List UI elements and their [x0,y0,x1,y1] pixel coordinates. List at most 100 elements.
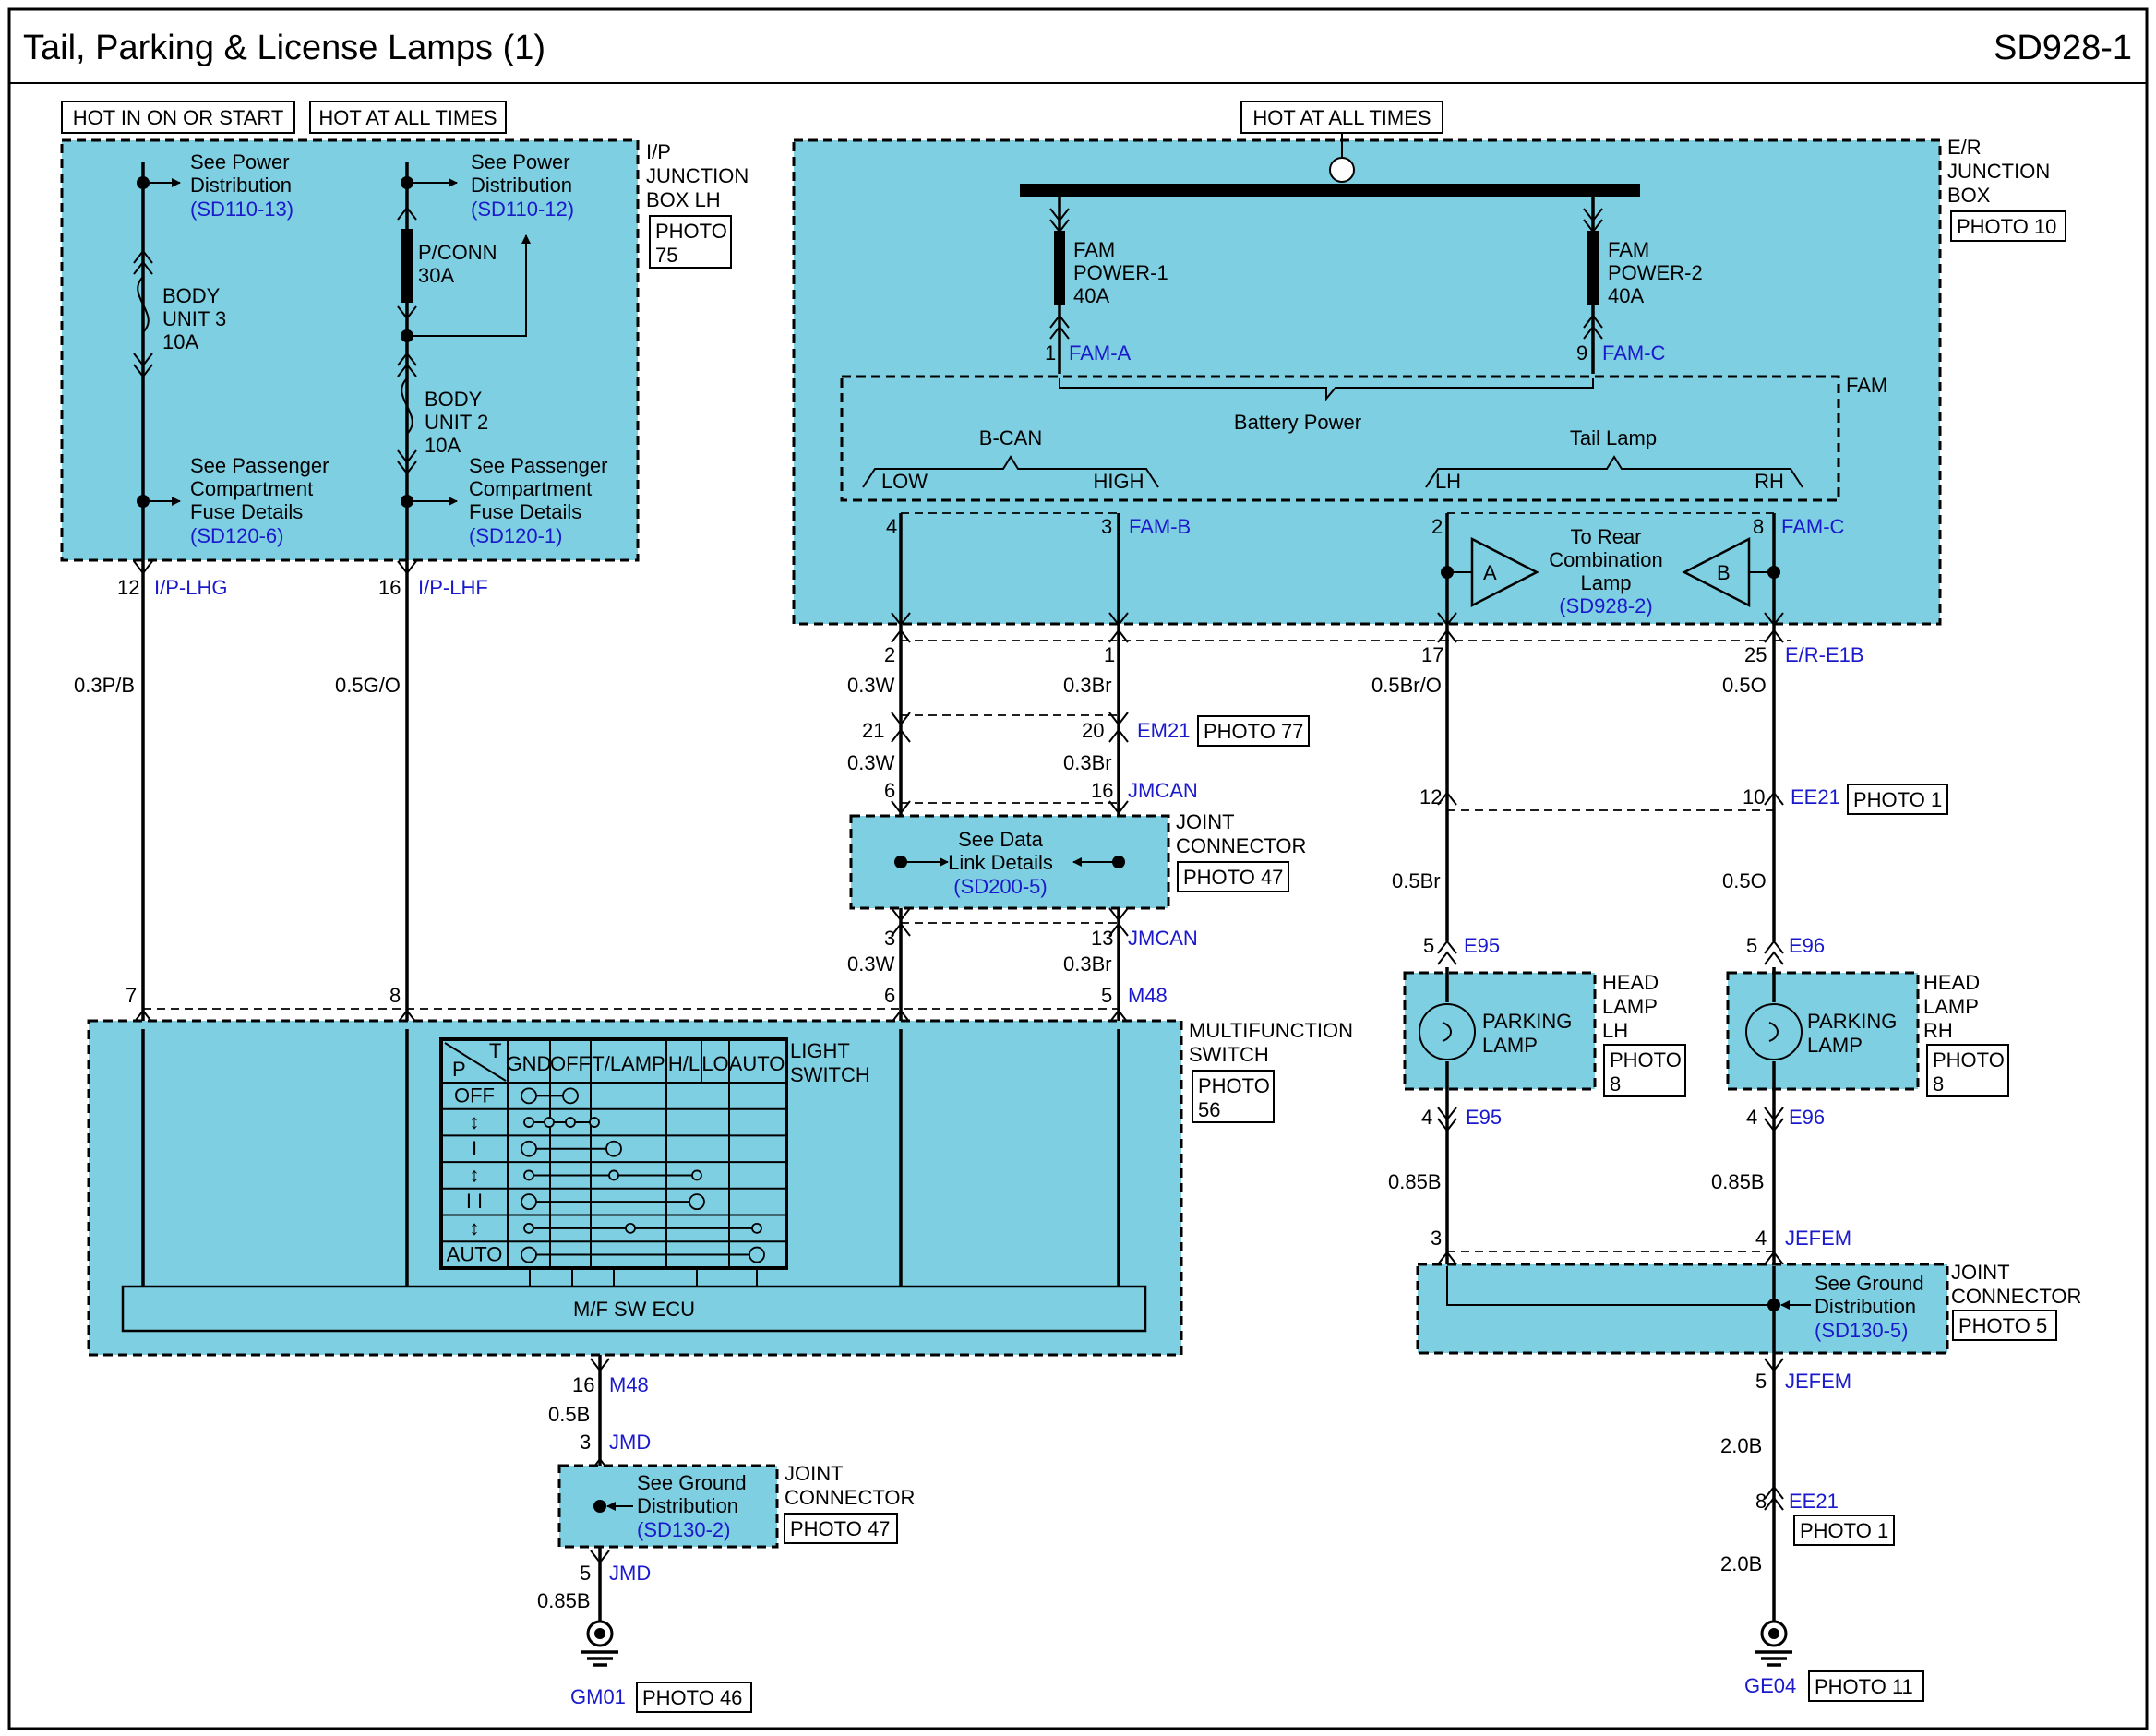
svg-text:8: 8 [1753,515,1764,538]
er-junction-box: E/R JUNCTION BOX PHOTO 10 FAM POWER-1 40… [792,133,2066,626]
svg-text:JMCAN: JMCAN [1128,779,1198,802]
switch-row-label: ↕ [470,1110,480,1133]
switch-contact-dot [589,1117,600,1128]
svg-text:0.85B: 0.85B [1388,1170,1442,1193]
svg-text:Distribution: Distribution [637,1494,738,1517]
svg-text:LAMP: LAMP [1482,1034,1538,1057]
switch-contact-dot [544,1117,555,1128]
svg-text:(SD200-5): (SD200-5) [953,875,1047,898]
svg-text:(SD120-6): (SD120-6) [190,524,283,547]
svg-text:2.0B: 2.0B [1720,1434,1762,1457]
svg-text:CONNECTOR: CONNECTOR [1176,834,1306,857]
svg-text:PHOTO 77: PHOTO 77 [1204,720,1303,743]
svg-text:Compartment: Compartment [469,477,592,500]
svg-text:See Passenger: See Passenger [190,454,329,477]
svg-text:0.5O: 0.5O [1722,869,1767,892]
svg-text:JMD: JMD [609,1431,651,1454]
svg-text:UNIT 2: UNIT 2 [425,411,488,434]
svg-text:HEAD: HEAD [1602,971,1659,994]
svg-text:0.3Br: 0.3Br [1063,674,1112,697]
svg-text:BOX: BOX [1947,184,1991,207]
svg-text:0.3W: 0.3W [847,952,895,976]
svg-text:75: 75 [655,244,677,267]
svg-text:3: 3 [1431,1227,1442,1250]
switch-contact-dot [689,1193,705,1211]
switch-col-label: T/LAMP [592,1052,665,1075]
svg-text:13: 13 [1091,927,1113,950]
svg-text:0.5O: 0.5O [1722,674,1767,697]
switch-row-label: AUTO [447,1243,503,1266]
switch-contact-dot [605,1140,622,1157]
bcan-wires: 2 1 0.3W 0.3Br 21 20 EM21 PHOTO 77 0.3W … [847,513,1791,1029]
svg-text:10A: 10A [425,434,461,457]
svg-text:GM01: GM01 [570,1685,626,1708]
svg-text:30A: 30A [418,264,454,287]
svg-text:LIGHT: LIGHT [790,1039,850,1062]
svg-text:LAMP: LAMP [1807,1034,1863,1057]
switch-row-label: I I [466,1190,483,1213]
svg-text:10: 10 [1743,785,1765,808]
ip-junction-box: I/P JUNCTION BOX LH PHOTO 75 See Power D… [60,138,749,562]
svg-text:16: 16 [378,576,401,599]
svg-text:Tail Lamp: Tail Lamp [1570,426,1657,449]
svg-text:Combination: Combination [1549,548,1663,571]
parking-wires: 17 25 E/R-E1B 0.5Br/O 0.5O 12 10 EE21 PH… [1371,513,2081,1702]
svg-text:Lamp: Lamp [1580,571,1631,594]
svg-text:BODY: BODY [425,388,483,411]
svg-text:Fuse Details: Fuse Details [469,500,581,523]
switch-contact-dot [749,1246,765,1263]
svg-text:5: 5 [1746,934,1757,957]
svg-text:I/P-LHG: I/P-LHG [154,576,227,599]
svg-text:PHOTO 47: PHOTO 47 [790,1517,890,1540]
switch-col-label: OFF [550,1052,591,1075]
svg-text:PHOTO: PHOTO [1198,1074,1270,1097]
svg-text:Battery Power: Battery Power [1234,411,1361,434]
svg-text:M48: M48 [1128,984,1168,1007]
svg-text:Distribution: Distribution [471,174,572,197]
svg-text:PHOTO 1: PHOTO 1 [1853,788,1942,811]
svg-text:0.5Br: 0.5Br [1392,869,1441,892]
svg-text:JEFEM: JEFEM [1785,1227,1851,1250]
switch-contact-dot [751,1222,762,1234]
svg-text:T: T [489,1039,501,1062]
svg-text:8: 8 [1933,1072,1944,1095]
svg-text:3: 3 [1101,515,1112,538]
svg-text:HOT AT ALL TIMES: HOT AT ALL TIMES [318,106,497,129]
svg-text:P: P [452,1058,466,1081]
switch-contact-dot [691,1169,702,1181]
svg-text:RH: RH [1755,470,1784,493]
svg-text:21: 21 [862,719,884,742]
switch-col-label: H/L [668,1052,700,1075]
ip-wires: 12 I/P-LHG 0.3P/B 16 I/P-LHF 0.5G/O [74,554,488,1029]
switch-contact-dot [562,1087,579,1105]
svg-text:CONNECTOR: CONNECTOR [1951,1285,2081,1308]
svg-text:See Power: See Power [471,150,570,174]
svg-text:PHOTO 5: PHOTO 5 [1958,1314,2047,1337]
svg-text:UNIT 3: UNIT 3 [162,307,226,330]
svg-text:FAM: FAM [1608,238,1649,261]
multifunction-switch: 7 8 6 5 M48 M/F SW ECU MULTIFUNCTION SWI… [87,984,1353,1357]
svg-text:0.85B: 0.85B [537,1589,591,1612]
svg-text:M/F SW ECU: M/F SW ECU [573,1298,695,1321]
svg-text:B: B [1717,561,1731,584]
svg-text:7: 7 [126,984,137,1007]
svg-text:PARKING: PARKING [1482,1010,1572,1033]
svg-text:0.5B: 0.5B [548,1403,590,1426]
svg-text:56: 56 [1198,1098,1220,1121]
svg-text:0.3Br: 0.3Br [1063,751,1112,774]
svg-text:0.5G/O: 0.5G/O [335,674,401,697]
svg-text:LAMP: LAMP [1923,995,1979,1018]
svg-text:To Rear: To Rear [1570,525,1641,548]
svg-text:PHOTO 11: PHOTO 11 [1815,1675,1913,1698]
svg-text:(SD110-13): (SD110-13) [190,198,293,221]
svg-text:5: 5 [1423,934,1434,957]
svg-text:16: 16 [1091,779,1113,802]
svg-text:Compartment: Compartment [190,477,313,500]
svg-text:(SD130-5): (SD130-5) [1815,1319,1908,1342]
svg-text:See Ground: See Ground [637,1471,747,1494]
diagram-frame [7,7,2149,1730]
switch-row-label: ↕ [470,1163,480,1186]
svg-text:See Passenger: See Passenger [469,454,607,477]
svg-text:BOX LH: BOX LH [646,188,721,211]
svg-text:8: 8 [1755,1490,1767,1513]
